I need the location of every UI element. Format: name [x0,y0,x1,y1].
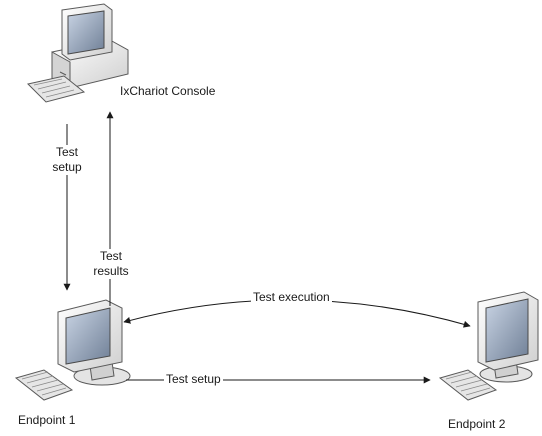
endpoint-2-label: Endpoint 2 [448,417,506,431]
endpoint-2-monitor-icon [438,291,539,401]
console-computer-icon [27,3,129,103]
test-setup-line1: Test [55,145,78,159]
endpoint-1-monitor-icon [14,299,131,401]
test-results-line2: results [93,264,129,278]
test-setup-label: Test setup [50,145,84,175]
console-label: IxChariot Console [120,84,216,98]
test-execution-label: Test execution [251,290,332,305]
test-results-label: Test results [90,249,132,279]
endpoint-1-label: Endpoint 1 [18,413,76,427]
test-results-line1: Test [99,249,122,263]
test-setup-line2: setup [52,160,82,174]
endpoint-setup-label: Test setup [164,372,223,387]
